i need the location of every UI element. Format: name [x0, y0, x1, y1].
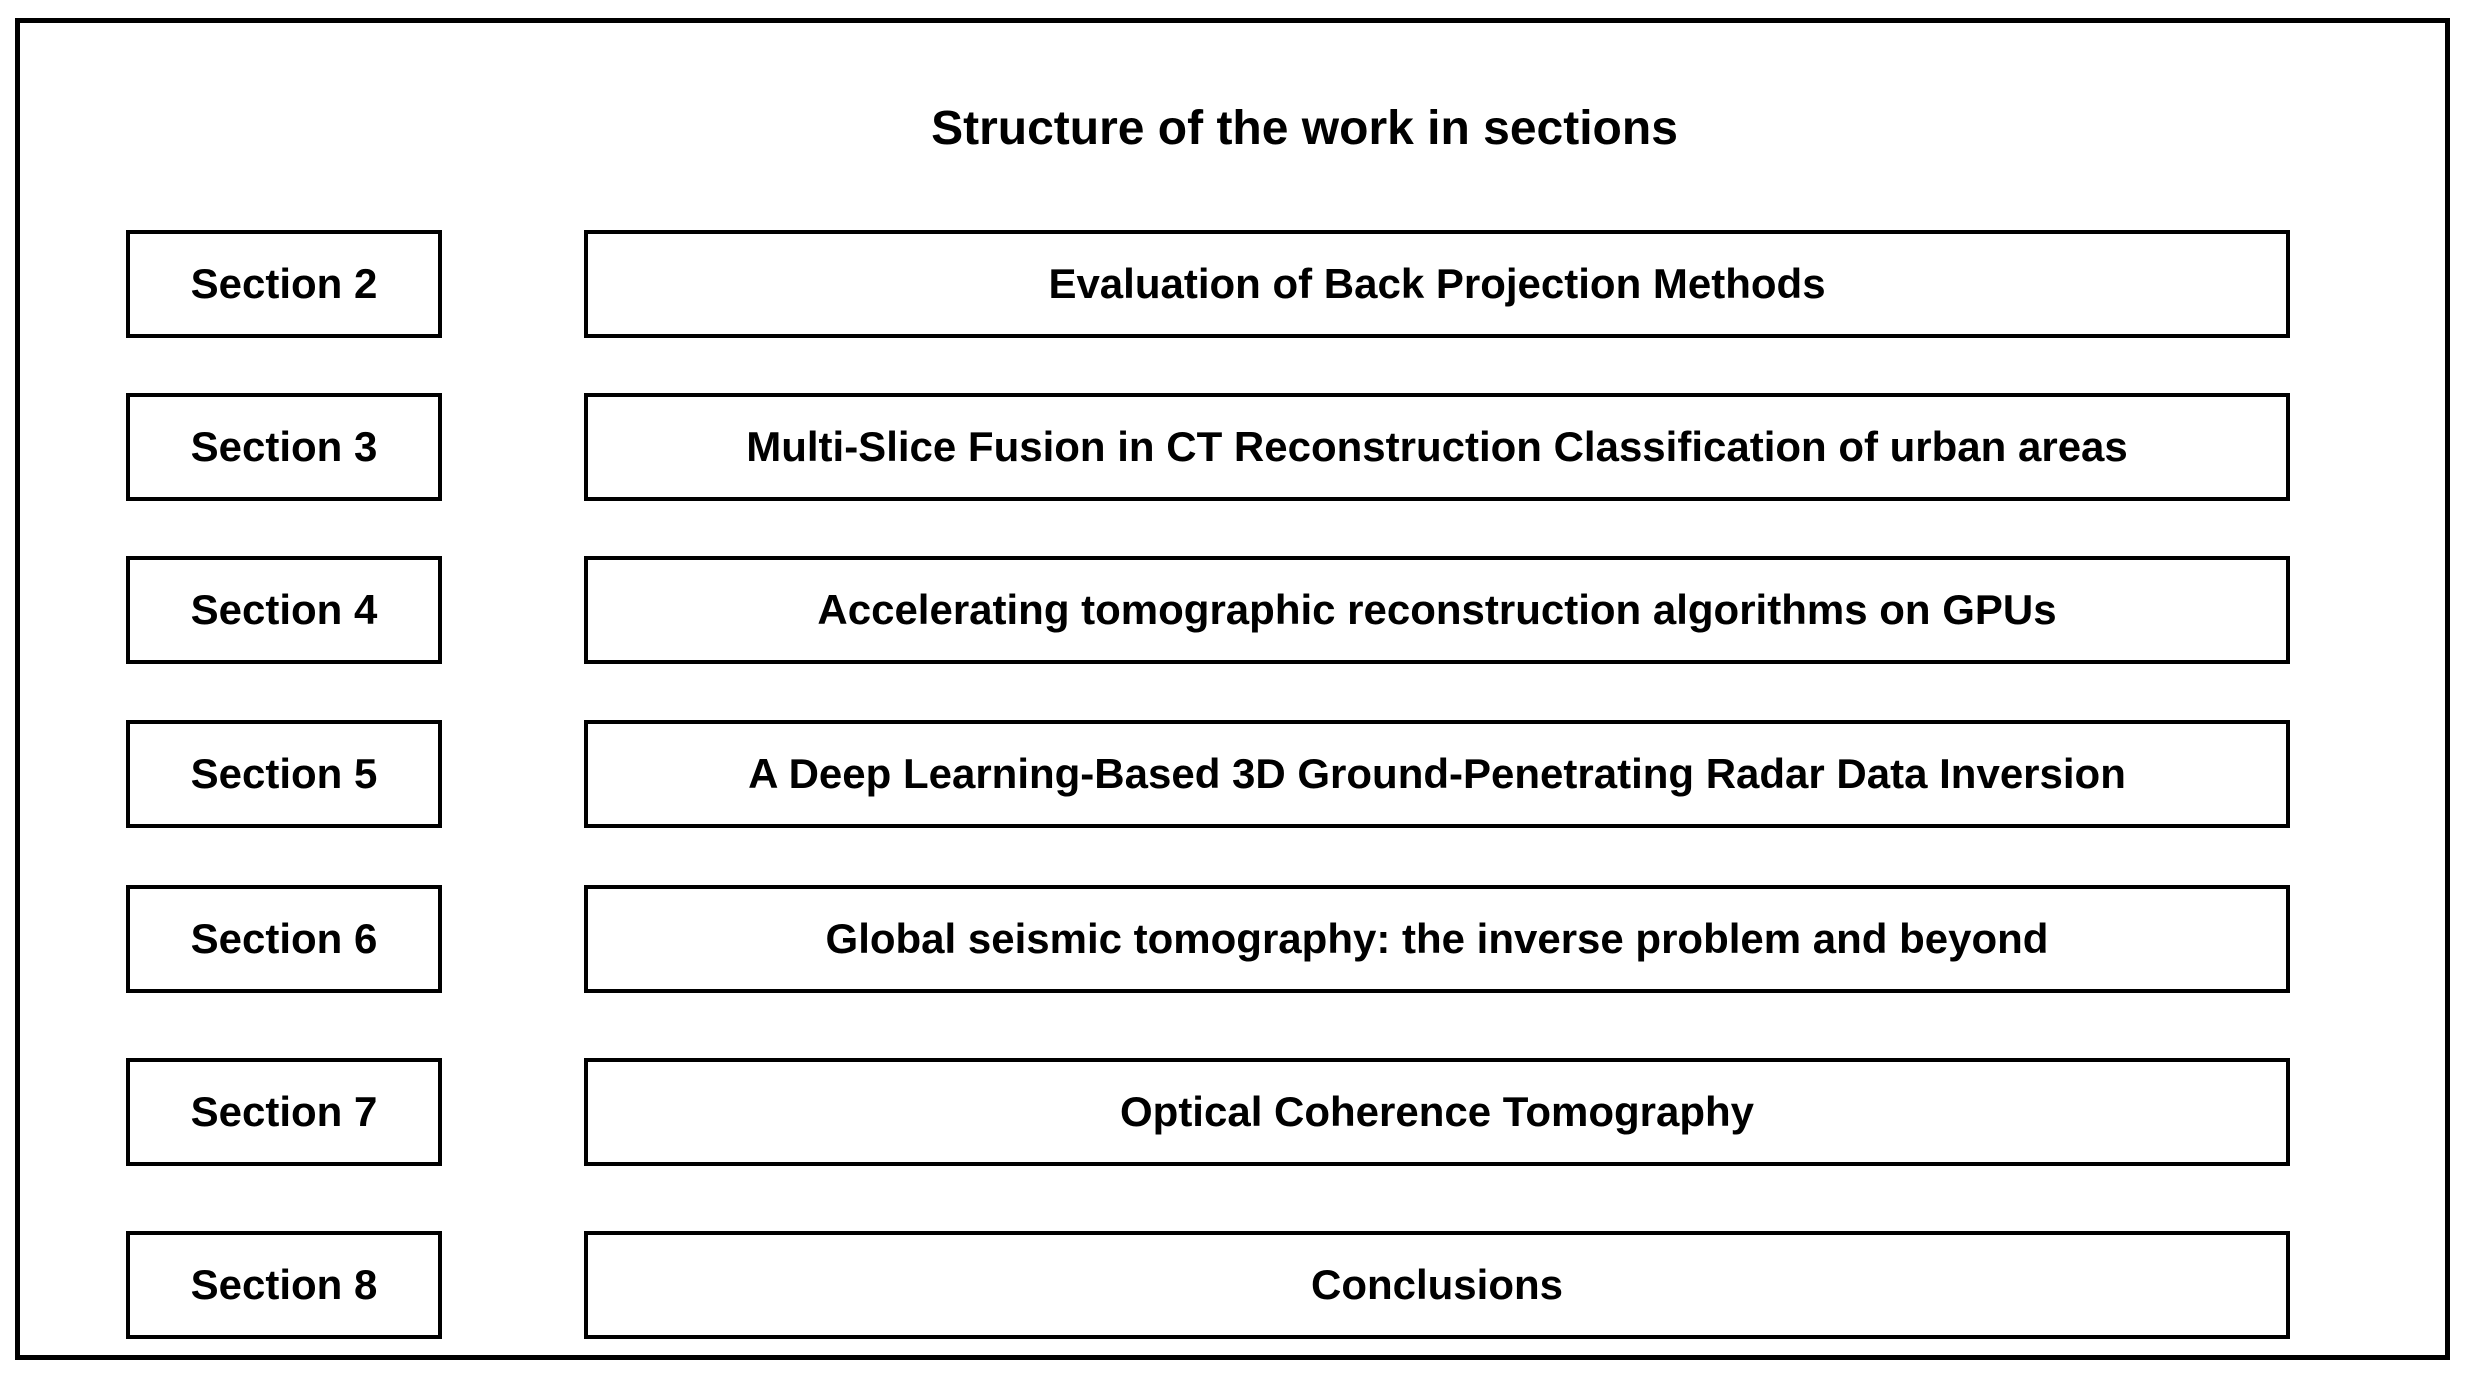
section-3-title: Multi-Slice Fusion in CT Reconstruction …	[746, 423, 2128, 470]
section-row-5: Section 5 A Deep Learning-Based 3D Groun…	[20, 720, 2445, 828]
section-4-title: Accelerating tomographic reconstruction …	[817, 586, 2057, 633]
section-6-title-box: Global seismic tomography: the inverse p…	[584, 885, 2290, 993]
section-5-box: Section 5	[126, 720, 442, 828]
section-6-label: Section 6	[190, 915, 378, 962]
section-6-title: Global seismic tomography: the inverse p…	[825, 915, 2049, 962]
section-5-title: A Deep Learning-Based 3D Ground-Penetrat…	[748, 750, 2126, 797]
section-2-label: Section 2	[190, 260, 378, 307]
section-3-box: Section 3	[126, 393, 442, 501]
section-5-label: Section 5	[190, 750, 378, 797]
section-3-label: Section 3	[190, 423, 378, 470]
section-8-box: Section 8	[126, 1231, 442, 1339]
section-row-2: Section 2 Evaluation of Back Projection …	[20, 230, 2445, 338]
section-row-8: Section 8 Conclusions	[20, 1231, 2445, 1339]
section-4-label: Section 4	[190, 586, 378, 633]
section-7-label: Section 7	[190, 1088, 378, 1135]
section-row-4: Section 4 Accelerating tomographic recon…	[20, 556, 2445, 664]
section-2-box: Section 2	[126, 230, 442, 338]
section-8-title-box: Conclusions	[584, 1231, 2290, 1339]
section-2-title: Evaluation of Back Projection Methods	[1048, 260, 1826, 307]
section-4-box: Section 4	[126, 556, 442, 664]
section-7-title-box: Optical Coherence Tomography	[584, 1058, 2290, 1166]
diagram-frame: Structure of the work in sections Sectio…	[15, 18, 2450, 1360]
section-row-3: Section 3 Multi-Slice Fusion in CT Recon…	[20, 393, 2445, 501]
diagram-title: Structure of the work in sections	[931, 102, 1678, 155]
section-8-title: Conclusions	[1310, 1261, 1564, 1308]
section-row-7: Section 7 Optical Coherence Tomography	[20, 1058, 2445, 1166]
section-7-box: Section 7	[126, 1058, 442, 1166]
section-7-title: Optical Coherence Tomography	[1120, 1088, 1754, 1135]
section-4-title-box: Accelerating tomographic reconstruction …	[584, 556, 2290, 664]
section-8-label: Section 8	[190, 1261, 378, 1308]
section-row-6: Section 6 Global seismic tomography: the…	[20, 885, 2445, 993]
section-6-box: Section 6	[126, 885, 442, 993]
section-5-title-box: A Deep Learning-Based 3D Ground-Penetrat…	[584, 720, 2290, 828]
section-3-title-box: Multi-Slice Fusion in CT Reconstruction …	[584, 393, 2290, 501]
section-2-title-box: Evaluation of Back Projection Methods	[584, 230, 2290, 338]
